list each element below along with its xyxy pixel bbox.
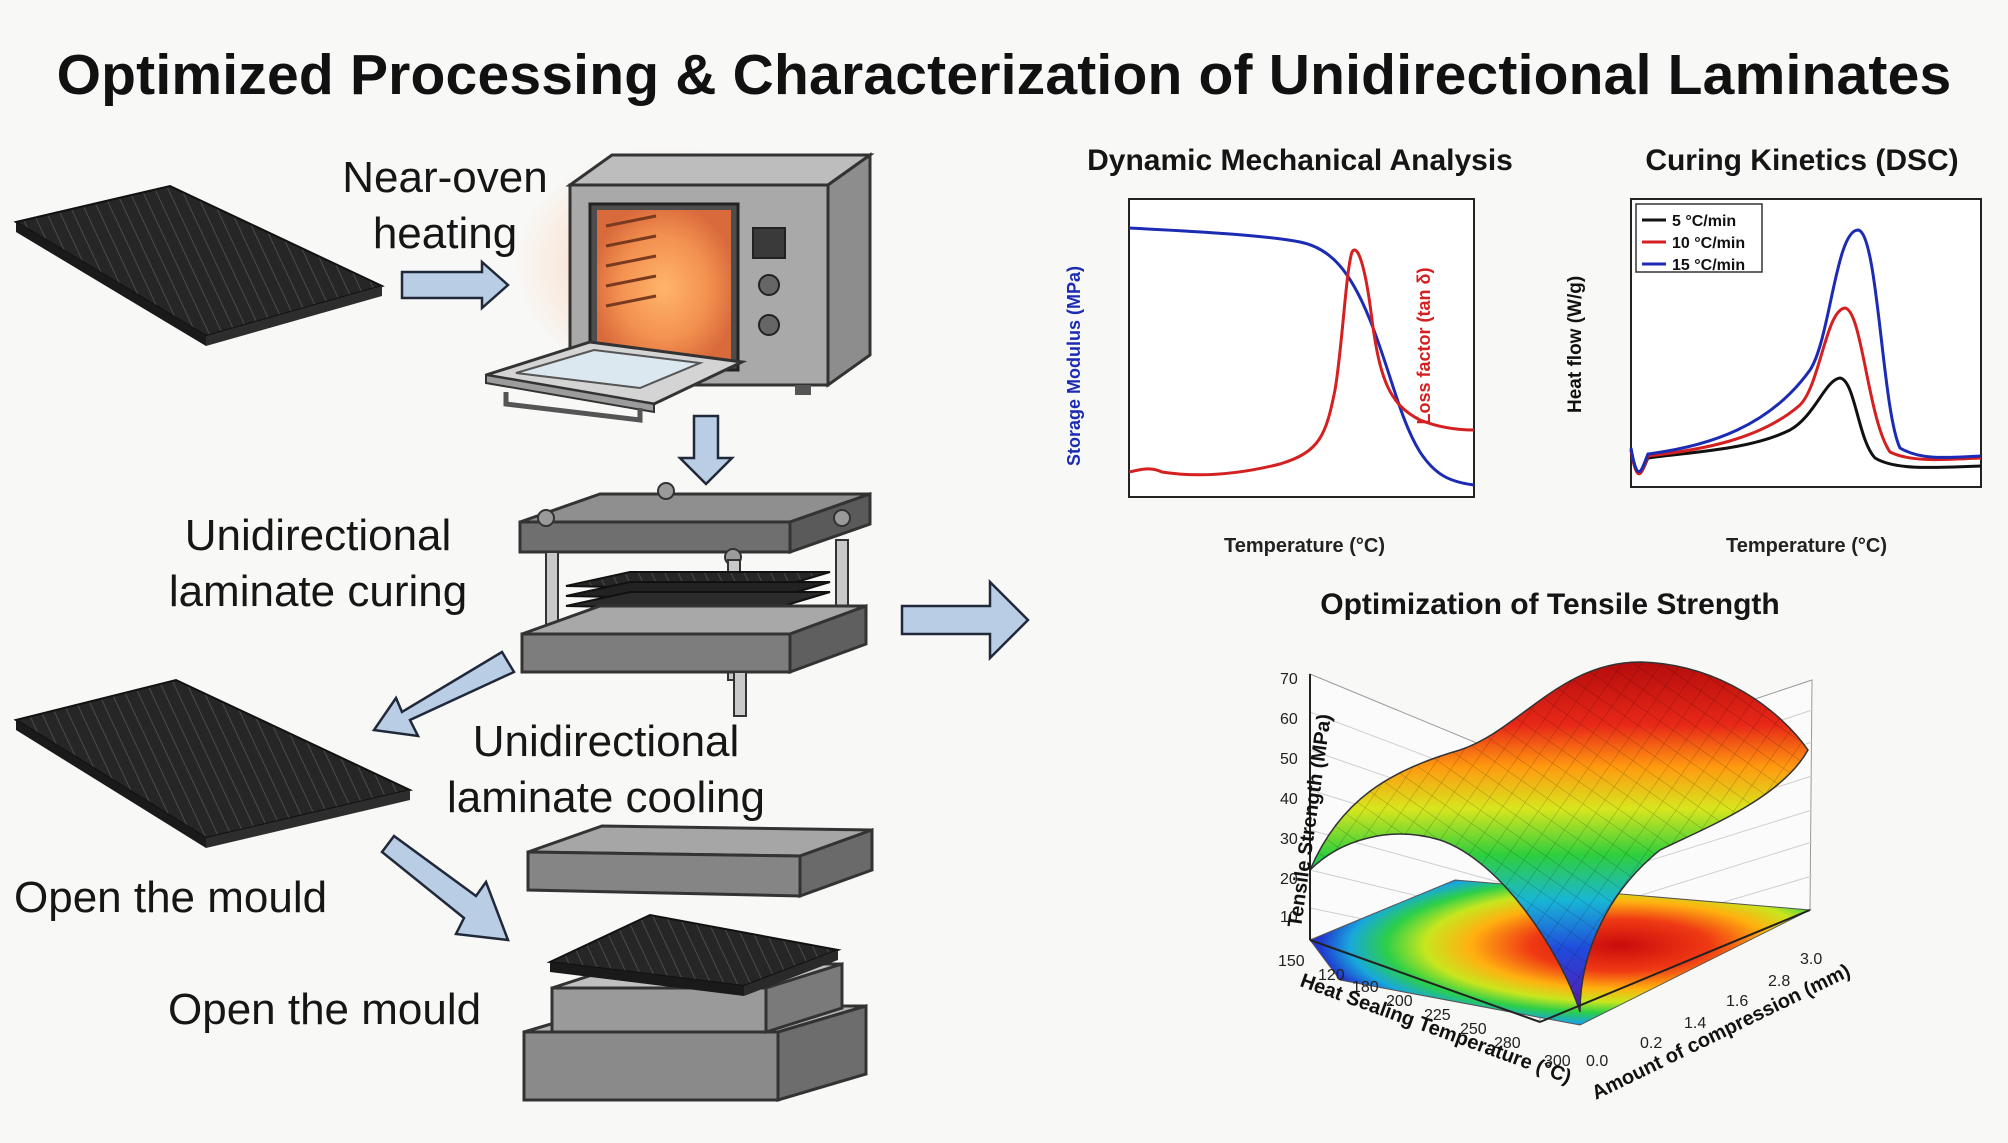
dsc-x-axis-label: Temperature (°C): [1726, 535, 1887, 557]
x-tick: 280: [1494, 1035, 1521, 1052]
z-tick: 50: [1280, 751, 1298, 768]
dsc-chart: 5 °C/min 10 °C/min 15 °C/min: [1629, 198, 1982, 488]
surface-title: Optimization of Tensile Strength: [1320, 588, 1780, 621]
label-laminate-cooling: Unidirectional laminate cooling: [447, 717, 765, 823]
open-mould-icon: [522, 824, 874, 1103]
dma-chart: [1128, 198, 1475, 498]
label-open-mould-1: Open the mould: [14, 873, 328, 922]
z-tick: 20: [1280, 871, 1298, 888]
arrow-to-open-mould: [380, 834, 510, 942]
surface-chart: 70 60 50 40 30 20 10 150 120 180 200 225…: [1278, 661, 1822, 1070]
hot-press-icon: [518, 482, 872, 717]
x-tick: 225: [1424, 1007, 1451, 1024]
arrow-to-oven: [400, 259, 510, 311]
dsc-legend-item-3: 15 °C/min: [1672, 257, 1745, 274]
z-tick: 60: [1280, 711, 1298, 728]
dsc-y-axis-label: Heat flow (W/g): [1565, 275, 1586, 413]
dma-loss-factor-line: [1128, 248, 1475, 477]
x-tick: 250: [1460, 1021, 1487, 1038]
arrow-to-analysis: [900, 578, 1030, 662]
y-tick: 2.8: [1768, 973, 1790, 990]
dsc-curve-15: [1629, 228, 1982, 474]
y-tick: 1.4: [1684, 1015, 1706, 1032]
label-laminate-curing: Unidirectional laminate curing: [168, 511, 468, 617]
z-tick: 10: [1280, 909, 1298, 926]
x-tick: 150: [1278, 953, 1305, 970]
dsc-legend-item-1: 5 °C/min: [1672, 213, 1736, 230]
dma-title: Dynamic Mechanical Analysis: [1087, 144, 1513, 177]
label-near-oven-heating: Near-oven heating: [342, 153, 548, 259]
dsc-legend-item-2: 10 °C/min: [1672, 235, 1745, 252]
oven-icon: [485, 145, 875, 423]
dma-y-axis-label-left: Storage Modulus (MPa): [1064, 266, 1084, 467]
y-tick: 1.6: [1726, 993, 1748, 1010]
x-tick: 180: [1352, 979, 1379, 996]
z-tick: 40: [1280, 791, 1298, 808]
arrow-to-cooling: [371, 650, 516, 738]
arrow-to-press: [676, 414, 736, 486]
x-tick: 200: [1386, 993, 1413, 1010]
x-tick: 120: [1318, 967, 1345, 984]
y-tick: 0.2: [1640, 1035, 1662, 1052]
page-title: Optimized Processing & Characterization …: [56, 43, 1952, 107]
dma-x-axis-label: Temperature (°C): [1224, 535, 1385, 557]
label-open-mould-2: Open the mould: [168, 985, 482, 1034]
laminate-sheet-2: [13, 678, 414, 848]
laminate-sheet-1: [13, 184, 385, 346]
dma-y-axis-label-right: Loss factor (tan δ): [1414, 267, 1434, 425]
y-tick: 3.0: [1800, 951, 1822, 968]
dma-storage-modulus-line: [1128, 226, 1475, 487]
dsc-title: Curing Kinetics (DSC): [1645, 144, 1959, 177]
y-tick: 0.0: [1586, 1053, 1608, 1070]
x-tick: 300: [1544, 1053, 1571, 1070]
z-tick: 70: [1280, 671, 1298, 688]
z-tick: 30: [1280, 831, 1298, 848]
dsc-legend: [1635, 203, 1763, 273]
